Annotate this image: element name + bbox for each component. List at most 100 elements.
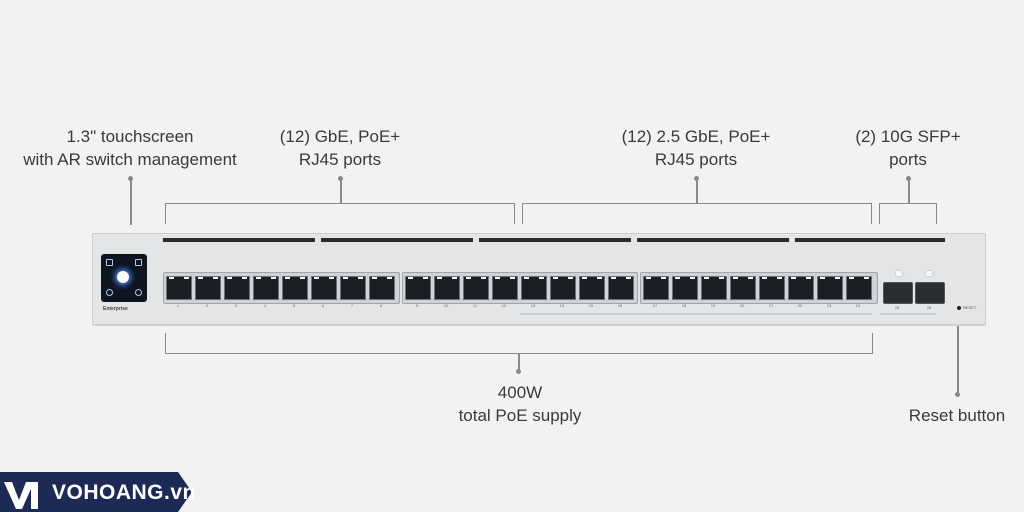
port-led xyxy=(820,277,825,279)
port-led xyxy=(437,277,442,279)
port-led xyxy=(285,277,290,279)
reset-button[interactable] xyxy=(957,306,961,310)
rj45-port-17[interactable] xyxy=(643,276,669,300)
port-led xyxy=(524,277,529,279)
rj45-port-10[interactable] xyxy=(434,276,460,300)
rj45-port-14[interactable] xyxy=(550,276,576,300)
rj45-port-21[interactable] xyxy=(759,276,785,300)
top-stripe xyxy=(479,238,631,242)
port-led xyxy=(806,277,811,279)
top-stripe xyxy=(321,238,473,242)
gbe-leader-line xyxy=(340,179,342,203)
rj45-port-3[interactable] xyxy=(224,276,250,300)
top-stripe xyxy=(795,238,945,242)
port-led xyxy=(300,277,305,279)
touchscreen-leader-line xyxy=(130,179,132,225)
rj45-port-23[interactable] xyxy=(817,276,843,300)
port-led xyxy=(343,277,348,279)
reset-leader-line xyxy=(957,324,959,394)
port-led xyxy=(582,277,587,279)
port-led xyxy=(675,277,680,279)
port-label: 17 xyxy=(652,303,658,308)
port-led xyxy=(169,277,174,279)
sfp-port-26[interactable] xyxy=(915,282,945,304)
gbe25-ports-label: (12) 2.5 GbE, PoE+ RJ45 ports xyxy=(621,127,771,169)
rj45-port-22[interactable] xyxy=(788,276,814,300)
port-led xyxy=(495,277,500,279)
port-led xyxy=(762,277,767,279)
rj45-port-1[interactable] xyxy=(166,276,192,300)
port-label: 23 xyxy=(826,303,832,308)
rj45-port-19[interactable] xyxy=(701,276,727,300)
rj45-port-11[interactable] xyxy=(463,276,489,300)
rj45-port-15[interactable] xyxy=(579,276,605,300)
port-led xyxy=(704,277,709,279)
poe-leader-dot xyxy=(516,369,521,374)
rj45-port-9[interactable] xyxy=(405,276,431,300)
port-label: 18 xyxy=(681,303,687,308)
rj45-port-16[interactable] xyxy=(608,276,634,300)
gbe25-leader-dot xyxy=(694,176,699,181)
port-label: 4 xyxy=(263,303,267,308)
port-led xyxy=(661,277,666,279)
port-led xyxy=(314,277,319,279)
poe-bracket xyxy=(165,333,873,354)
base-strip xyxy=(880,313,936,315)
sfp-led xyxy=(926,271,932,276)
rj45-port-18[interactable] xyxy=(672,276,698,300)
rj45-port-5[interactable] xyxy=(282,276,308,300)
port-label: 16 xyxy=(617,303,623,308)
port-led xyxy=(452,277,457,279)
rj45-port-20[interactable] xyxy=(730,276,756,300)
top-stripe xyxy=(637,238,789,242)
sfp-leader-dot xyxy=(906,176,911,181)
port-label: 20 xyxy=(739,303,745,308)
port-led xyxy=(553,277,558,279)
port-led xyxy=(329,277,334,279)
port-label: 15 xyxy=(588,303,594,308)
port-led xyxy=(719,277,724,279)
port-led xyxy=(256,277,261,279)
port-label: 2 xyxy=(205,303,209,308)
port-led xyxy=(242,277,247,279)
rj45-port-12[interactable] xyxy=(492,276,518,300)
reset-text: RESET xyxy=(963,305,977,310)
rj45-port-2[interactable] xyxy=(195,276,221,300)
port-label: 3 xyxy=(234,303,238,308)
touchscreen-display[interactable] xyxy=(101,254,147,302)
port-label: 21 xyxy=(768,303,774,308)
port-label: 12 xyxy=(501,303,507,308)
port-led xyxy=(849,277,854,279)
rj45-port-24[interactable] xyxy=(846,276,872,300)
reset-leader-dot xyxy=(955,392,960,397)
watermark-text: VOHOANG.vn xyxy=(52,481,196,504)
port-label: 9 xyxy=(415,303,419,308)
rj45-port-7[interactable] xyxy=(340,276,366,300)
screen-icon xyxy=(106,289,113,296)
rj45-port-4[interactable] xyxy=(253,276,279,300)
port-led xyxy=(466,277,471,279)
screen-icon xyxy=(135,259,142,266)
touchscreen-leader-dot xyxy=(128,176,133,181)
base-strip xyxy=(520,313,872,315)
port-led xyxy=(358,277,363,279)
port-label: 24 xyxy=(855,303,861,308)
top-stripe xyxy=(163,238,315,242)
sfp-port-25[interactable] xyxy=(883,282,913,304)
port-label: 5 xyxy=(292,303,296,308)
sfp-leader-line xyxy=(908,179,910,203)
port-led xyxy=(690,277,695,279)
rj45-port-6[interactable] xyxy=(311,276,337,300)
sfp-port-label: 26 xyxy=(926,305,932,310)
port-led xyxy=(626,277,631,279)
port-led xyxy=(733,277,738,279)
poe-leader-line xyxy=(518,353,520,371)
port-led xyxy=(481,277,486,279)
rj45-port-8[interactable] xyxy=(369,276,395,300)
rj45-port-13[interactable] xyxy=(521,276,547,300)
port-led xyxy=(835,277,840,279)
port-label: 6 xyxy=(321,303,325,308)
sfp-bracket xyxy=(879,203,937,224)
port-led xyxy=(408,277,413,279)
port-led xyxy=(198,277,203,279)
